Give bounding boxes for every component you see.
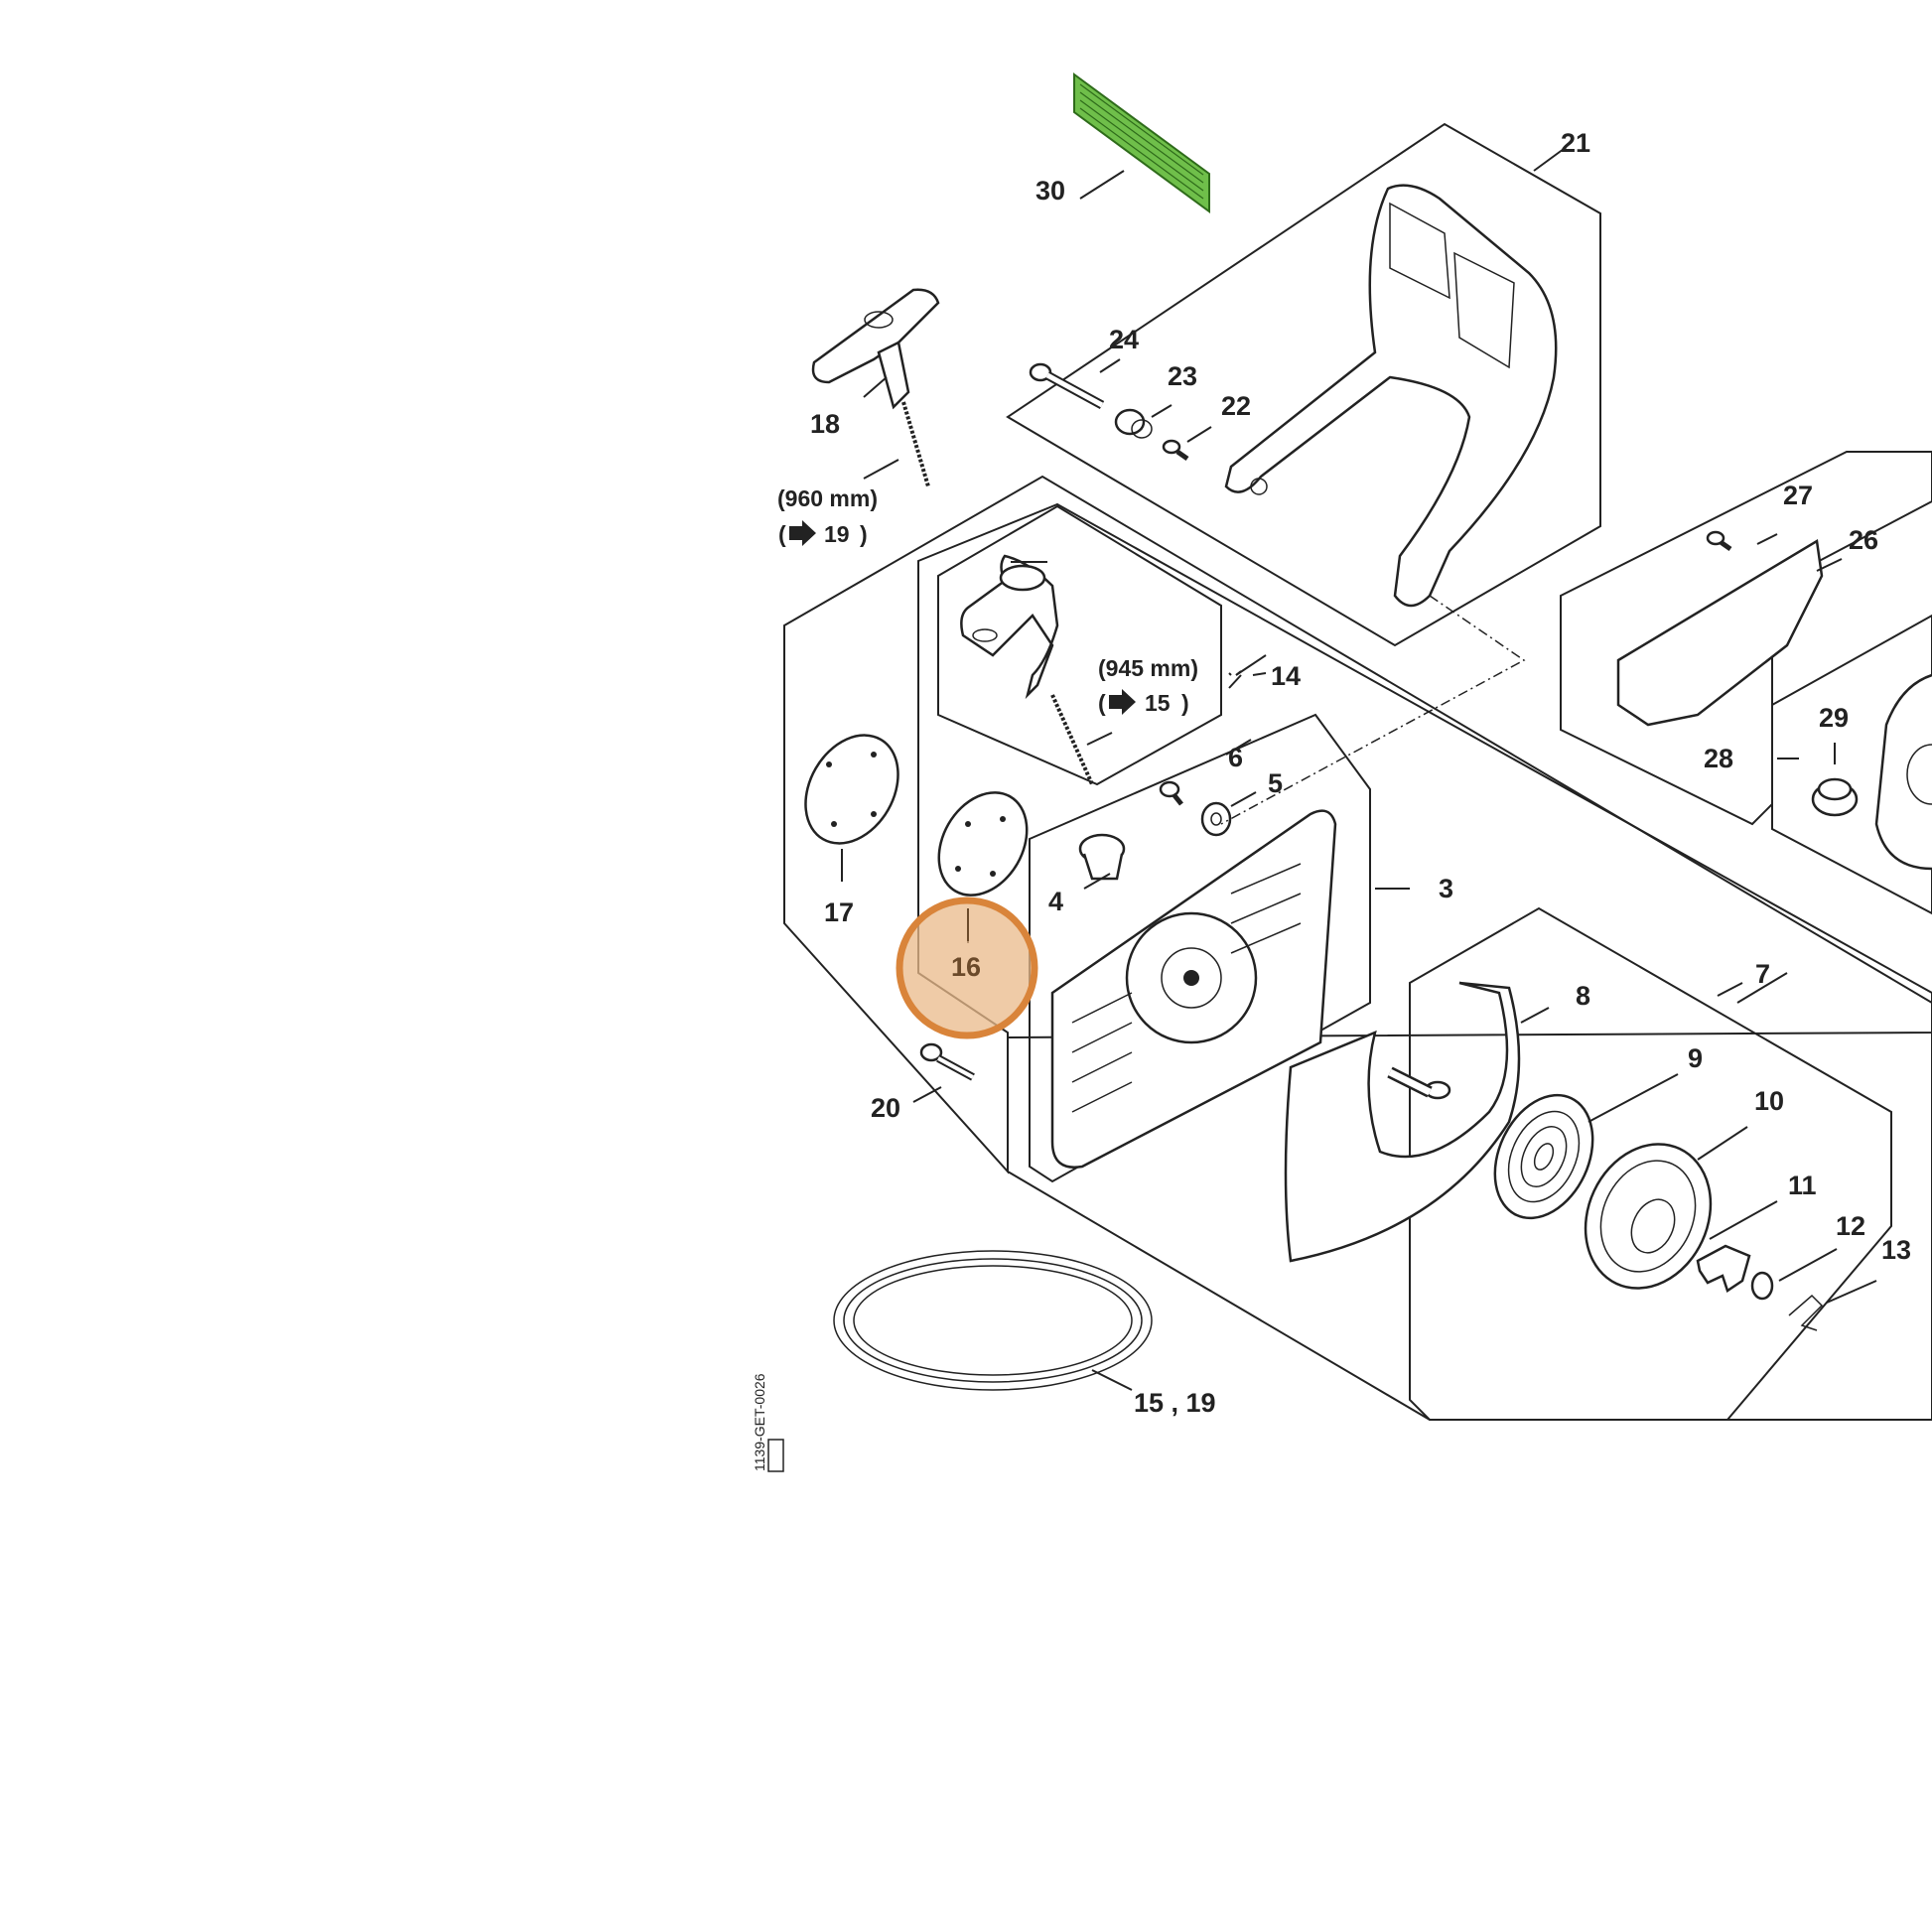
part-5-washer (1200, 801, 1232, 837)
reference-line (1220, 595, 1526, 825)
label-30[interactable]: 30 (1035, 176, 1065, 206)
highlight-part-16[interactable] (896, 897, 1038, 1039)
label-18[interactable]: 18 (810, 409, 840, 439)
ref-19: 19 (824, 521, 850, 547)
part-10-rope-rotor (1584, 1143, 1713, 1290)
part-18-starter-grip (811, 288, 940, 487)
part-30-selected[interactable] (1073, 72, 1210, 213)
rope-length-945: (945 mm) (1098, 655, 1198, 681)
label-29[interactable]: 29 (1819, 703, 1849, 733)
part-4-plug (1078, 833, 1126, 881)
part-21-hand-guard (1224, 184, 1558, 608)
label-15-19[interactable]: 15 , 19 (1134, 1388, 1216, 1418)
part-20-screw (919, 1042, 975, 1081)
svg-text:(: ( (1098, 690, 1106, 716)
notes: (960 mm) ( 19 ) (945 mm) ( 15 ) (777, 485, 1198, 716)
label-7[interactable]: 7 (1755, 959, 1770, 989)
label-4[interactable]: 4 (1048, 887, 1063, 916)
part-23-spacer (1114, 408, 1153, 439)
rope-length-960: (960 mm) (777, 485, 878, 511)
part-17-disc (804, 734, 899, 845)
label-6[interactable]: 6 (1228, 743, 1243, 772)
label-22[interactable]: 22 (1221, 391, 1251, 421)
part-6-screw (1159, 780, 1183, 806)
callout-labels: 21 30 24 23 22 27 26 29 28 18 14 6 5 3 4… (810, 128, 1911, 1418)
part-29-nut (1811, 777, 1859, 817)
part-16-disc (937, 791, 1029, 897)
part-24-bolt (1029, 362, 1105, 409)
arrow-icon (1109, 689, 1136, 715)
part-8-rope-guide (1284, 981, 1521, 1263)
label-27[interactable]: 27 (1783, 481, 1813, 510)
label-10[interactable]: 10 (1754, 1086, 1784, 1116)
part-13-spring-clip (1788, 1294, 1824, 1331)
part-3-fan-housing (1050, 809, 1337, 1169)
label-26[interactable]: 26 (1849, 525, 1878, 555)
part-14-starter-grip (960, 554, 1094, 785)
label-24[interactable]: 24 (1109, 325, 1139, 354)
label-8[interactable]: 8 (1576, 981, 1590, 1011)
svg-text:): ) (1181, 690, 1189, 716)
part-27-screw (1706, 530, 1732, 552)
part-12-washer (1750, 1271, 1774, 1301)
label-28[interactable]: 28 (1704, 744, 1733, 773)
leader-lines (841, 148, 1877, 1391)
part-26-cover (1616, 538, 1824, 727)
part-11-pawl (1696, 1244, 1751, 1293)
label-17[interactable]: 17 (824, 897, 854, 927)
label-9[interactable]: 9 (1688, 1043, 1703, 1073)
label-12[interactable]: 12 (1836, 1211, 1865, 1241)
arrow-icon (789, 520, 816, 546)
part-15-19-starter-rope (833, 1250, 1153, 1391)
label-13[interactable]: 13 (1881, 1235, 1911, 1265)
drawing-code-box (767, 1439, 784, 1472)
svg-text:): ) (860, 521, 868, 547)
drawing-code: 1139-GET-0026 (752, 1373, 767, 1471)
label-16[interactable]: 16 (951, 952, 981, 982)
label-3[interactable]: 3 (1439, 874, 1453, 903)
label-14[interactable]: 14 (1271, 661, 1301, 691)
ref-15: 15 (1145, 690, 1171, 716)
label-11[interactable]: 11 (1788, 1171, 1817, 1200)
part-9-rewind-spring (1493, 1093, 1594, 1220)
label-23[interactable]: 23 (1168, 361, 1197, 391)
svg-text:(: ( (778, 521, 786, 547)
label-21[interactable]: 21 (1561, 128, 1590, 158)
label-5[interactable]: 5 (1268, 768, 1283, 798)
part-22-screw (1162, 439, 1189, 462)
part-28-assembly (1874, 673, 1932, 871)
label-20[interactable]: 20 (871, 1093, 900, 1123)
